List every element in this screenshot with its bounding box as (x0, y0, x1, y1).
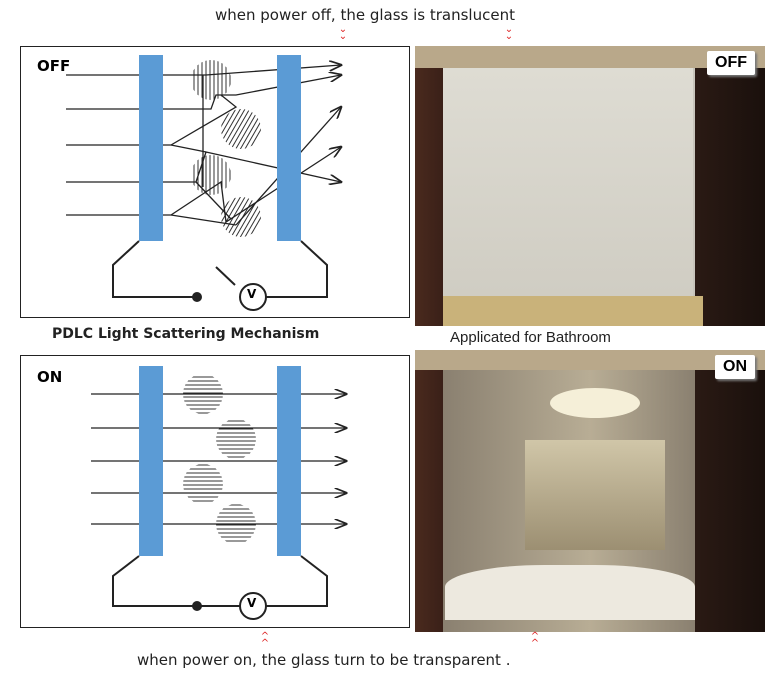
transparent-diagram (91, 366, 411, 620)
voltmeter-label: V (247, 596, 257, 610)
top-caption: when power off, the glass is translucent (215, 6, 515, 24)
voltmeter-label: V (247, 287, 257, 301)
off-label: OFF (37, 57, 71, 75)
caret-up-icon: ^^ (260, 631, 270, 649)
diagram-off: OFF V (20, 46, 410, 318)
on-label: ON (37, 368, 63, 386)
off-badge: OFF (707, 51, 755, 75)
photo-on-bathroom: ON (415, 350, 765, 632)
scattering-diagram (66, 55, 411, 311)
photo-off-bathroom: OFF (415, 46, 765, 326)
caret-down-icon: ⌄⌄ (338, 24, 348, 42)
caret-up-icon: ^^ (530, 631, 540, 649)
diagram-caption: PDLC Light Scattering Mechanism (52, 326, 320, 342)
bottom-caption: when power on, the glass turn to be tran… (137, 651, 511, 669)
photo-caption: Applicated for Bathroom (450, 329, 611, 346)
diagram-on: ON V (20, 355, 410, 628)
on-badge: ON (715, 355, 755, 379)
caret-down-icon: ⌄⌄ (504, 24, 514, 42)
